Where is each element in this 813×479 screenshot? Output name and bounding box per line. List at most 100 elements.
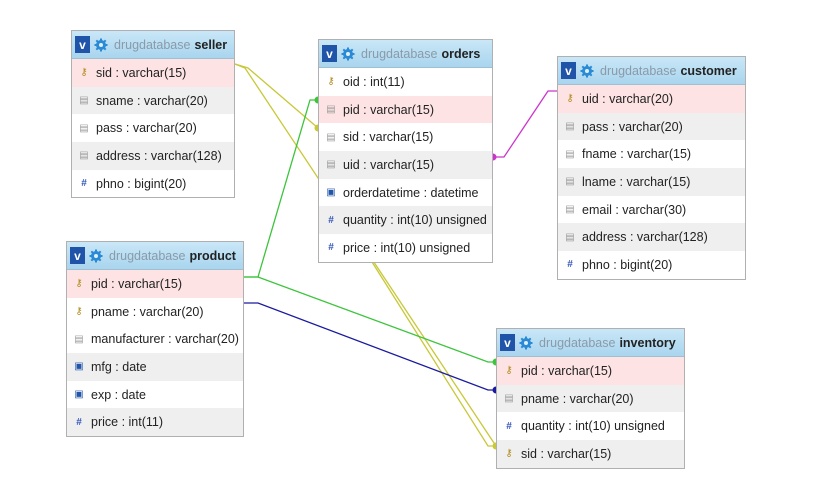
table-name: orders [441, 46, 481, 61]
view-toggle-icon[interactable]: v [322, 45, 337, 62]
column-row[interactable]: ⚷sid : varchar(15) [497, 440, 684, 468]
column-label: quantity : int(10) unsigned [343, 213, 487, 228]
column-label: uid : varchar(15) [343, 157, 435, 172]
text-field-icon: ▤ [326, 104, 336, 116]
number-icon: # [567, 259, 573, 271]
text-field-icon: ▤ [565, 231, 575, 243]
column-row[interactable]: ▣ mfg : date [67, 353, 243, 381]
column-label: pid : varchar(15) [521, 363, 613, 378]
relation-product-orders [244, 99, 318, 278]
column-row[interactable]: ⚷pid : varchar(15) [497, 357, 684, 385]
gear-icon[interactable] [89, 249, 103, 263]
column-label: exp : date [91, 387, 146, 402]
column-label: lname : varchar(15) [582, 174, 691, 189]
view-toggle-icon[interactable]: v [70, 247, 85, 264]
column-label: pid : varchar(15) [91, 276, 183, 291]
column-label: email : varchar(30) [582, 202, 687, 217]
column-row[interactable]: # phno : bigint(20) [558, 251, 745, 279]
number-icon: # [506, 420, 512, 432]
number-icon: # [76, 416, 82, 428]
column-row[interactable]: ▤pass : varchar(20) [558, 112, 745, 141]
column-row[interactable]: ▤pid : varchar(15) [319, 95, 492, 124]
column-row[interactable]: ▤manufacturer : varchar(20) [67, 325, 243, 353]
column-row[interactable]: ▤sid : varchar(15) [319, 123, 492, 151]
column-label: address : varchar(128) [582, 230, 708, 245]
column-row[interactable]: ⚷oid : int(11) [319, 68, 492, 96]
column-label: uid : varchar(20) [582, 91, 674, 106]
column-row[interactable]: #price : int(10) unsigned [319, 234, 492, 262]
text-field-icon: ▤ [79, 150, 89, 162]
relation-seller-orders [234, 63, 319, 129]
column-row[interactable]: ▤sname : varchar(20) [72, 86, 234, 115]
table-name: product [189, 248, 236, 263]
column-label: pass : varchar(20) [96, 121, 197, 136]
text-field-icon: ▤ [565, 176, 575, 188]
relation-product-inventory-pid [244, 276, 496, 363]
column-row[interactable]: ▤uid : varchar(15) [319, 151, 492, 179]
gear-icon[interactable] [519, 336, 533, 350]
column-row[interactable]: ▣ orderdatetime : datetime [319, 179, 492, 207]
database-name: drugdatabase [109, 248, 186, 263]
column-label: sid : varchar(15) [521, 446, 612, 461]
column-row[interactable]: ⚷sid : varchar(15) [72, 59, 234, 87]
calendar-icon: ▣ [74, 389, 84, 401]
column-row[interactable]: ⚷ uid : varchar(20) [558, 85, 745, 113]
database-name: drugdatabase [114, 37, 191, 52]
column-row[interactable]: ⚷pid : varchar(15) [67, 270, 243, 298]
database-name: drugdatabase [361, 46, 438, 61]
calendar-icon: ▣ [74, 361, 84, 373]
calendar-icon: ▣ [326, 187, 336, 199]
table-name: inventory [619, 335, 676, 350]
column-row[interactable]: ▤fname : varchar(15) [558, 140, 745, 168]
column-label: mfg : date [91, 359, 147, 374]
column-row[interactable]: #quantity : int(10) unsigned [319, 206, 492, 235]
gear-icon[interactable] [341, 47, 355, 61]
column-row[interactable]: # price : int(11) [67, 408, 243, 437]
column-label: price : int(11) [91, 415, 164, 430]
column-label: fname : varchar(15) [582, 147, 692, 162]
key-icon: ⚷ [75, 306, 83, 318]
database-name: drugdatabase [539, 335, 616, 350]
relation-customer-orders [493, 90, 557, 158]
column-row[interactable]: ▤ pname : varchar(20) [497, 384, 684, 413]
column-label: address : varchar(128) [96, 148, 222, 163]
column-row[interactable]: # quantity : int(10) unsigned [497, 412, 684, 440]
relation-seller-inventory [234, 63, 497, 447]
column-label: quantity : int(10) unsigned [521, 419, 665, 434]
view-toggle-icon[interactable]: v [561, 62, 576, 79]
number-icon: # [328, 242, 334, 254]
gear-icon[interactable] [94, 38, 108, 52]
gear-icon[interactable] [580, 64, 594, 78]
column-row[interactable]: ▤pass : varchar(20) [72, 114, 234, 142]
column-label: orderdatetime : datetime [343, 185, 479, 200]
column-row[interactable]: #phno : bigint(20) [72, 170, 234, 198]
column-label: sid : varchar(15) [343, 130, 434, 145]
text-field-icon: ▤ [79, 95, 89, 107]
column-label: oid : int(11) [343, 74, 405, 89]
column-row[interactable]: ▤ address : varchar(128) [72, 142, 234, 170]
text-field-icon: ▤ [504, 393, 514, 405]
key-icon: ⚷ [566, 93, 574, 105]
column-row[interactable]: ▤ address : varchar(128) [558, 223, 745, 252]
column-row[interactable]: ⚷pname : varchar(20) [67, 298, 243, 326]
view-toggle-icon[interactable]: v [75, 36, 90, 53]
database-name: drugdatabase [600, 63, 677, 78]
column-row[interactable]: ▤ lname : varchar(15) [558, 168, 745, 196]
view-toggle-icon[interactable]: v [500, 334, 515, 351]
text-field-icon: ▤ [565, 204, 575, 216]
column-row[interactable]: ▣ exp : date [67, 381, 243, 409]
column-label: phno : bigint(20) [582, 257, 673, 272]
column-label: pname : varchar(20) [521, 391, 634, 406]
column-row[interactable]: ▤ email : varchar(30) [558, 196, 745, 224]
